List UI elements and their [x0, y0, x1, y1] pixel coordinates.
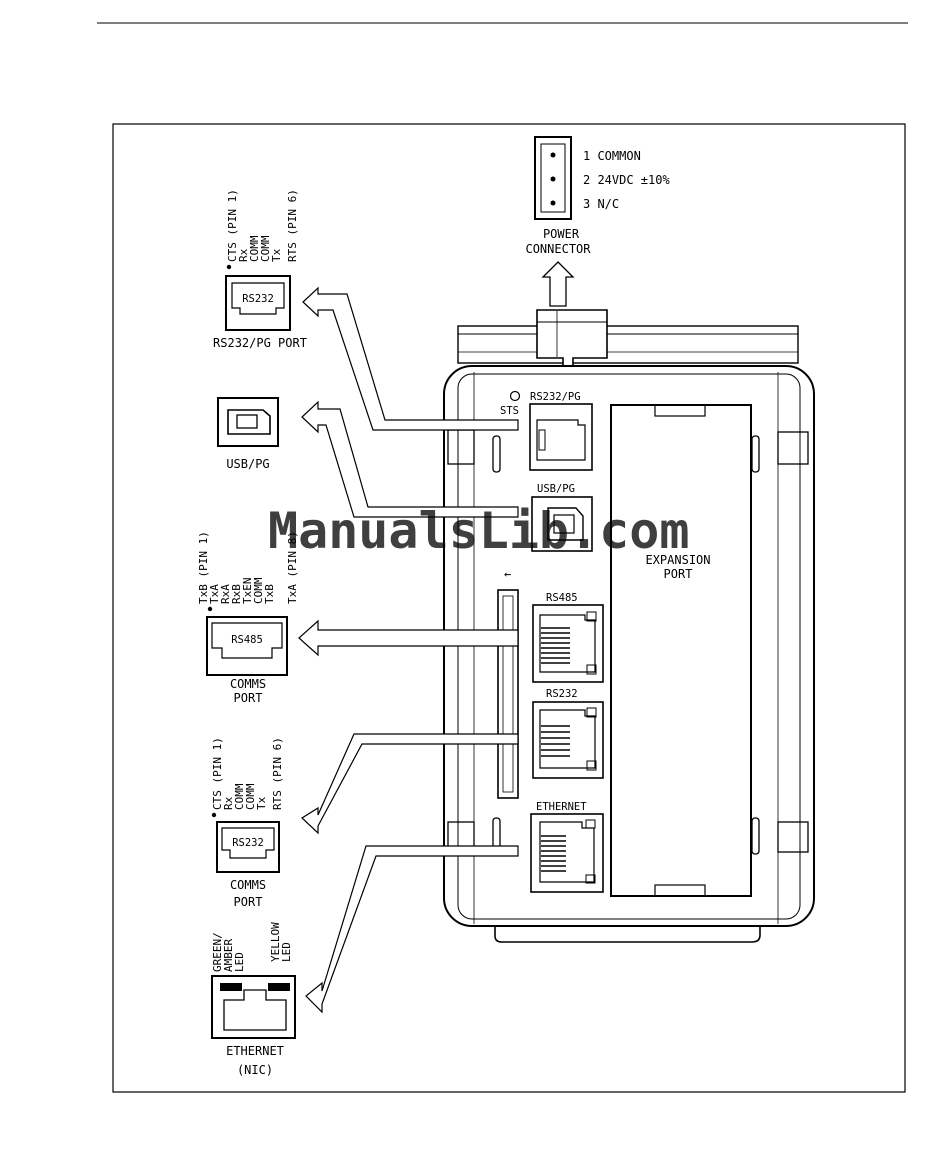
rs485-jack-label: RS485 [231, 634, 263, 646]
rs485-pin-label-8: TxA (PIN 8) [286, 531, 299, 604]
rs232pg-pin-label-6: RTS (PIN 6) [286, 189, 299, 262]
side-clip-right-bottom [777, 821, 809, 853]
device-rs232pg-label: RS232/PG [530, 391, 581, 403]
rs485-pin-label-3: RxA [219, 584, 232, 604]
power-arrow-icon [541, 261, 575, 307]
power-pin-2 [550, 176, 556, 182]
eth-led-left-label-2: AMBER [222, 939, 235, 972]
device-sts-label: STS [500, 405, 519, 417]
power-pin-2-label: 2 24VDC ±10% [583, 173, 670, 187]
rs232comms-pin-label-2: Rx [222, 796, 235, 810]
usb-callout-arrow [301, 400, 519, 518]
rs232comms-port-caption-2: PORT [234, 895, 263, 909]
ethernet-callout-arrow [305, 845, 519, 1014]
power-pin-1 [550, 152, 556, 158]
device-ethernet-label: ETHERNET [536, 801, 587, 813]
rs232comms-jack-outline [216, 821, 280, 873]
usb-jack-outline [217, 397, 279, 447]
power-connector-title-1: POWER [543, 227, 580, 241]
device-rs485-jack [532, 604, 604, 683]
sd-arrow-icon: ← [504, 567, 511, 581]
rs232comms-pin-label-3: COMM [233, 783, 246, 810]
rs485-comms-port-callout: TxB (PIN 1) TxA RxA RxB TxEN COMM TxB Tx… [197, 531, 299, 705]
housing-bottom-tab [494, 926, 761, 943]
side-clip-left-top [447, 429, 475, 465]
power-pin-1-label: 1 COMMON [583, 149, 641, 163]
eth-led-left-label-1: GREEN/ [211, 932, 224, 972]
rs232pg-pin-label-4: COMM [259, 235, 272, 262]
rs232comms-pin1-dot-icon [211, 812, 217, 818]
rs232comms-port-caption-1: COMMS [230, 878, 266, 892]
rs232comms-jack-label: RS232 [232, 837, 264, 849]
eth-led-right-label-1: YELLOW [269, 922, 282, 962]
power-plug [536, 309, 608, 367]
rs485-pin-label-2: TxA [208, 584, 221, 604]
rs485-pin-label-4: RxB [230, 584, 243, 604]
rs232pg-jack-outline [225, 275, 291, 331]
usb-port-caption: USB/PG [226, 457, 269, 471]
sts-led-icon [509, 390, 521, 402]
rs232comms-pin-label-5: Tx [255, 796, 268, 810]
watermark: ManualsLib.com [268, 502, 689, 560]
power-pin-3-label: 3 N/C [583, 197, 619, 211]
green-amber-led-icon [220, 983, 242, 991]
power-connector: 1 COMMON 2 24VDC ±10% 3 N/C POWER CONNEC… [525, 136, 670, 307]
rs232pg-port-caption: RS232/PG PORT [213, 336, 307, 350]
rs485-port-caption-1: COMMS [230, 677, 266, 691]
device-ethernet-jack [530, 813, 604, 893]
rs485-pin-label-7: TxB [263, 584, 276, 604]
rs485-pin-label-5: TxEN [241, 578, 254, 605]
rs485-callout-arrow [298, 619, 519, 657]
ethernet-port-caption-2: (NIC) [237, 1063, 273, 1077]
power-connector-inner [540, 143, 566, 213]
rs232comms-callout-arrow [301, 733, 519, 835]
eth-led-right-label-2: LED [280, 942, 293, 962]
sd-card-slot [497, 589, 519, 799]
expansion-port-label-2: PORT [664, 567, 693, 581]
figure-frame [112, 123, 906, 1093]
device-rs232-label: RS232 [546, 688, 578, 700]
rs232pg-callout-arrow [302, 286, 519, 431]
power-pin-3 [550, 200, 556, 206]
yellow-led-icon [268, 983, 290, 991]
ethernet-port-callout: GREEN/ AMBER LED YELLOW LED ETHERNET (NI… [211, 922, 296, 1077]
device-rs485-label: RS485 [546, 592, 578, 604]
power-connector-body [534, 136, 572, 220]
rs485-jack-outline [206, 616, 288, 676]
rs232comms-pin-label-1: CTS (PIN 1) [211, 737, 224, 810]
rs232pg-pin-label-3: COMM [248, 235, 261, 262]
rs232comms-pin-label-6: RTS (PIN 6) [271, 737, 284, 810]
side-clip-right-top [777, 431, 809, 465]
rs232pg-jack-label: RS232 [242, 293, 274, 305]
rs232pg-pin-label-1: CTS (PIN 1) [226, 189, 239, 262]
usb-pg-port-callout: USB/PG [217, 397, 279, 471]
eth-led-left-label-3: LED [233, 952, 246, 972]
eth-jack-outline [211, 975, 296, 1039]
rs232-comms-port-callout: CTS (PIN 1) Rx COMM COMM Tx RTS (PIN 6) … [211, 737, 284, 909]
rs485-pin1-dot-icon [207, 606, 213, 612]
din-rail-top [457, 325, 799, 364]
device-rs232pg-jack [529, 403, 593, 471]
device-usbpg-label: USB/PG [537, 483, 575, 495]
rs485-pin-label-6: COMM [252, 577, 265, 604]
rs232pg-pin-label-2: Rx [237, 248, 250, 262]
device-rs232-jack [532, 701, 604, 779]
rs232comms-pin-label-4: COMM [244, 783, 257, 810]
ethernet-port-caption-1: ETHERNET [226, 1044, 284, 1058]
rs485-pin-label-1: TxB (PIN 1) [197, 531, 210, 604]
expansion-port-label-1: EXPANSION [645, 553, 710, 567]
rs485-port-caption-2: PORT [234, 691, 263, 705]
rs232pg-pin1-dot-icon [226, 264, 232, 270]
power-connector-title-2: CONNECTOR [525, 242, 591, 256]
rs232-pg-port-callout: CTS (PIN 1) Rx COMM COMM Tx RTS (PIN 6) … [213, 189, 307, 350]
expansion-port [610, 404, 752, 897]
controller-device [443, 309, 815, 943]
device-usbpg-jack [531, 496, 593, 552]
rs232pg-pin-label-5: Tx [270, 248, 283, 262]
